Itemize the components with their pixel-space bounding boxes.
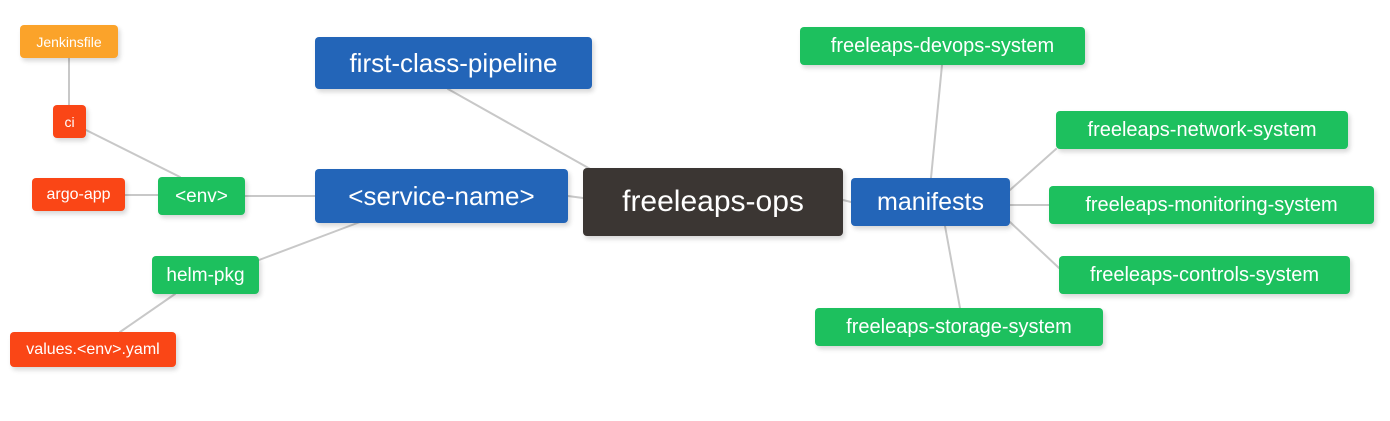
mindmap-node-env[interactable]: <env>	[158, 177, 245, 215]
node-label: Jenkinsfile	[36, 33, 102, 50]
node-label: helm-pkg	[166, 264, 245, 286]
node-label: <env>	[175, 185, 228, 207]
edge-freeleaps-ops-to-service-name	[567, 195, 584, 199]
mindmap-node-manifests[interactable]: manifests	[851, 178, 1010, 226]
node-label: argo-app	[46, 185, 111, 203]
mindmap-node-freeleaps-monitoring-system[interactable]: freeleaps-monitoring-system	[1049, 186, 1374, 224]
node-label: freeleaps-ops	[622, 185, 804, 218]
edge-manifests-to-freeleaps-devops-system	[930, 64, 943, 179]
node-label: values.<env>.yaml	[26, 340, 160, 358]
edge-manifests-to-freeleaps-controls-system	[1009, 221, 1060, 269]
node-label: freeleaps-monitoring-system	[1085, 194, 1338, 216]
node-label: freeleaps-storage-system	[846, 316, 1072, 338]
edge-manifests-to-freeleaps-network-system	[1009, 148, 1057, 191]
mindmap-node-freeleaps-storage-system[interactable]: freeleaps-storage-system	[815, 308, 1103, 346]
edge-service-name-to-helm-pkg	[258, 221, 361, 261]
edge-helm-pkg-to-values-env-yaml	[119, 293, 176, 333]
mindmap-node-freeleaps-controls-system[interactable]: freeleaps-controls-system	[1059, 256, 1350, 294]
node-label: freeleaps-network-system	[1087, 119, 1317, 141]
edge-manifests-to-freeleaps-storage-system	[944, 225, 961, 309]
edge-freeleaps-ops-to-manifests	[842, 199, 852, 203]
mindmap-node-ci[interactable]: ci	[53, 105, 86, 138]
mindmap-node-argo-app[interactable]: argo-app	[32, 178, 125, 211]
mindmap-node-jenkinsfile[interactable]: Jenkinsfile	[20, 25, 118, 58]
node-label: <service-name>	[348, 181, 535, 211]
node-label: ci	[64, 113, 75, 130]
mindmap-node-values-env-yaml[interactable]: values.<env>.yaml	[10, 332, 176, 367]
mindmap-node-helm-pkg[interactable]: helm-pkg	[152, 256, 259, 294]
mindmap-node-freeleaps-ops[interactable]: freeleaps-ops	[583, 168, 843, 236]
node-label: manifests	[877, 187, 984, 216]
node-label: first-class-pipeline	[349, 48, 558, 78]
node-label: freeleaps-controls-system	[1090, 264, 1319, 286]
mindmap-node-service-name[interactable]: <service-name>	[315, 169, 568, 223]
edge-freeleaps-ops-to-first-class-pipeline	[447, 88, 593, 171]
mindmap-node-freeleaps-devops-system[interactable]: freeleaps-devops-system	[800, 27, 1085, 65]
node-label: freeleaps-devops-system	[830, 35, 1055, 57]
mindmap-node-freeleaps-network-system[interactable]: freeleaps-network-system	[1056, 111, 1348, 149]
mindmap-node-first-class-pipeline[interactable]: first-class-pipeline	[315, 37, 592, 89]
edge-env-to-ci	[85, 129, 181, 178]
